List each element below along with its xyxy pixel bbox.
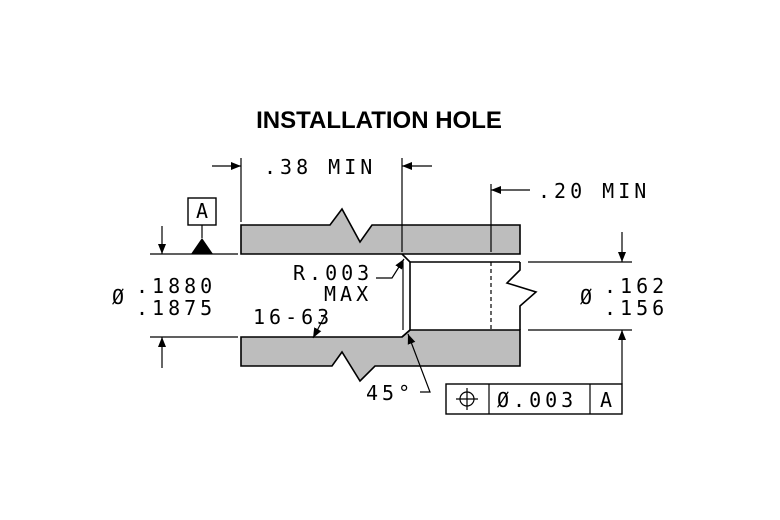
chamfer-text: 45° (366, 381, 414, 405)
break-line (505, 262, 538, 330)
radius-max-text: MAX (324, 282, 372, 306)
finish-leader (312, 313, 327, 339)
finish-text: 16-63 (253, 305, 333, 329)
step-edge-top (401, 253, 411, 263)
datum-frame (187, 197, 217, 226)
small-dia-symbol: Ø (580, 285, 596, 309)
chamfer-leader (407, 333, 431, 393)
step-edge-bottom (401, 329, 411, 338)
small-dia-lower-text: .156 (604, 296, 668, 320)
dia-upper-text: .1880 (136, 274, 216, 298)
ream-min-text: .20 MIN (538, 179, 650, 203)
fcf-datum-text: A (600, 388, 612, 412)
position-icon (456, 388, 478, 410)
depth-min-text: .38 MIN (264, 155, 376, 179)
dia-symbol: Ø (112, 285, 128, 309)
radius-leader (376, 258, 405, 279)
datum-label: A (196, 199, 208, 223)
dia-lower-text: .1875 (136, 296, 216, 320)
drawing-title: INSTALLATION HOLE (256, 107, 502, 134)
datum-triangle-icon (191, 238, 213, 254)
small-dia-upper-text: .162 (604, 274, 668, 298)
fcf-tolerance-text: Ø.003 (497, 388, 577, 412)
bottom-wall (240, 329, 521, 383)
top-wall (240, 207, 521, 255)
radius-text: R.003 (293, 261, 373, 285)
